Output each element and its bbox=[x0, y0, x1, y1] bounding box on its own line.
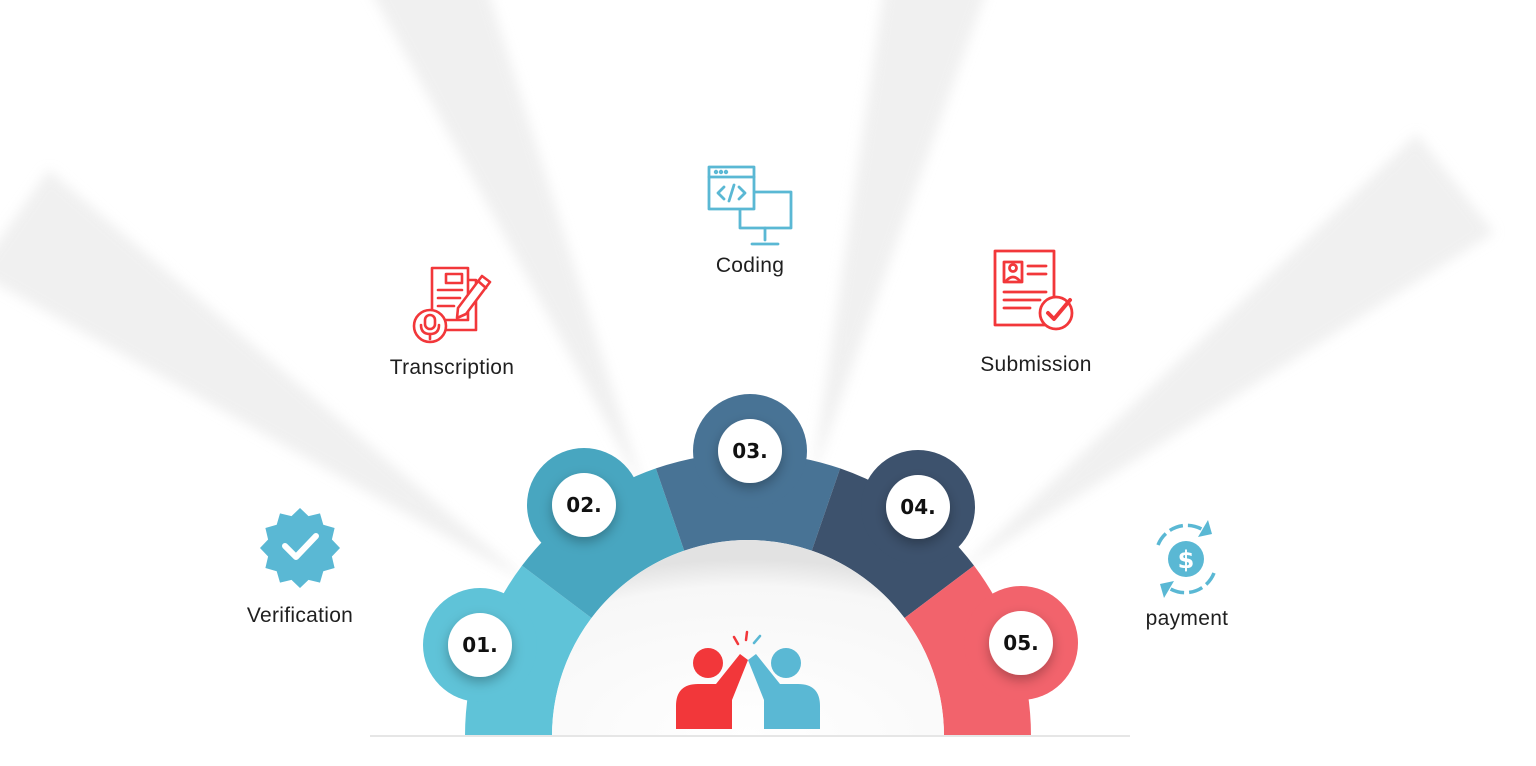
step-label-verification: Verification bbox=[246, 604, 354, 627]
submission-icon bbox=[993, 249, 1074, 331]
inner-half-disk bbox=[552, 540, 944, 736]
high-five-icon bbox=[676, 630, 820, 729]
light-beams bbox=[0, 0, 1495, 586]
step-label-coding: Coding bbox=[715, 254, 785, 277]
transcription-icon bbox=[412, 266, 492, 344]
code-monitor-icon bbox=[707, 165, 793, 246]
step-number-circle-4 bbox=[886, 475, 950, 539]
step-number-1: 01. bbox=[462, 633, 497, 657]
light-beam bbox=[811, 0, 984, 481]
step-number-3: 03. bbox=[732, 439, 767, 463]
step-label-submission: Submission bbox=[980, 353, 1092, 376]
light-beam bbox=[375, 0, 646, 494]
step-label-transcription: Transcription bbox=[389, 356, 515, 379]
step-number-circle-1 bbox=[448, 613, 512, 677]
step-number-2: 02. bbox=[566, 493, 601, 517]
payment-cycle-icon: $ bbox=[1156, 520, 1216, 598]
step-number-circle-3 bbox=[718, 419, 782, 483]
verified-badge-icon bbox=[260, 508, 340, 588]
light-beam bbox=[0, 169, 533, 586]
step-number-5: 05. bbox=[1003, 631, 1038, 655]
svg-text:$: $ bbox=[1178, 546, 1195, 574]
step-number-circle-2 bbox=[552, 473, 616, 537]
step-label-payment: payment bbox=[1145, 607, 1229, 630]
light-beam bbox=[955, 133, 1495, 575]
number-circles: 01. 02. 03. 04. 05. bbox=[448, 419, 1053, 677]
step-number-4: 04. bbox=[900, 495, 935, 519]
step-number-circle-5 bbox=[989, 611, 1053, 675]
